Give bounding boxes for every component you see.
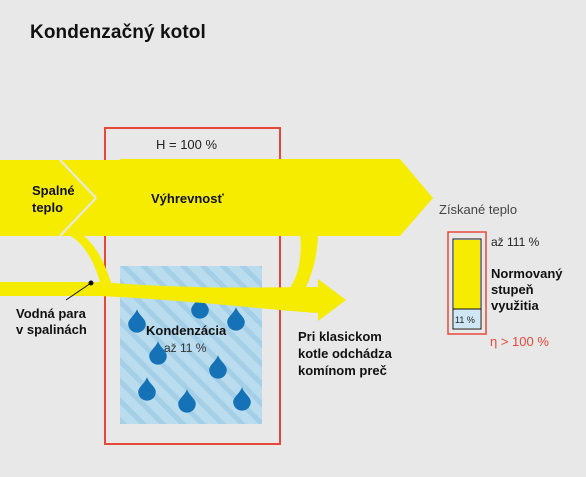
input-label-line-2: teplo <box>32 200 64 215</box>
water-drops <box>128 295 251 413</box>
eta-label: η > 100 % <box>490 334 549 349</box>
obtained-heat-label: Získané teplo <box>439 202 518 217</box>
gauge-top-label: až 111 % <box>491 235 540 249</box>
vapor-leader-line <box>65 282 92 301</box>
water-drop-icon <box>178 389 196 413</box>
gauge-fill-bonus <box>454 309 480 328</box>
input-label: Spalné teplo <box>32 182 75 216</box>
arrow-separator-lower <box>59 197 97 237</box>
vapor-branch-right <box>290 232 318 292</box>
vapor-label-line-1: Vodná para <box>16 306 86 321</box>
water-drop-icon <box>227 307 245 331</box>
water-drop-icon <box>128 309 146 333</box>
condensation-value: až 11 % <box>164 341 207 355</box>
norm-label-line-2: stupeň <box>491 282 534 297</box>
gauge-small-label: 11 % <box>455 315 475 325</box>
vapor-label-line-2: v spalinách <box>16 322 87 337</box>
condensation-label: Kondenzácia <box>146 323 227 338</box>
classic-label-line-3: komínom preč <box>298 363 387 378</box>
input-label-line-1: Spalné <box>32 183 75 198</box>
main-heat-arrow <box>0 159 433 236</box>
water-drop-icon <box>149 341 167 365</box>
page-title: Kondenzačný kotol <box>30 22 206 43</box>
water-drop-icon <box>191 295 209 319</box>
vapor-flow-arrow <box>0 279 346 321</box>
norm-label-line-1: Normovaný <box>491 266 563 281</box>
input-heat-arrow <box>0 160 96 236</box>
norm-label-line-3: využitia <box>491 298 539 313</box>
arrow-separator <box>59 159 97 199</box>
classic-label-line-2: kotle odchádza <box>298 346 392 361</box>
water-drop-icon <box>209 355 227 379</box>
norm-label: Normovaný stupeň využitia <box>491 266 563 314</box>
water-drop-icon <box>233 387 251 411</box>
gauge-frame <box>447 231 487 335</box>
arrow-label: Výhrevnosť <box>151 191 224 206</box>
gauge-fill-main <box>454 240 480 309</box>
box-label: H = 100 % <box>156 137 218 152</box>
vapor-label: Vodná para v spalinách <box>16 306 87 338</box>
classic-label-line-1: Pri klasickom <box>298 329 382 344</box>
water-drop-icon <box>138 377 156 401</box>
vapor-branch <box>62 228 114 292</box>
classic-label: Pri klasickom kotle odchádza komínom pre… <box>298 328 392 379</box>
